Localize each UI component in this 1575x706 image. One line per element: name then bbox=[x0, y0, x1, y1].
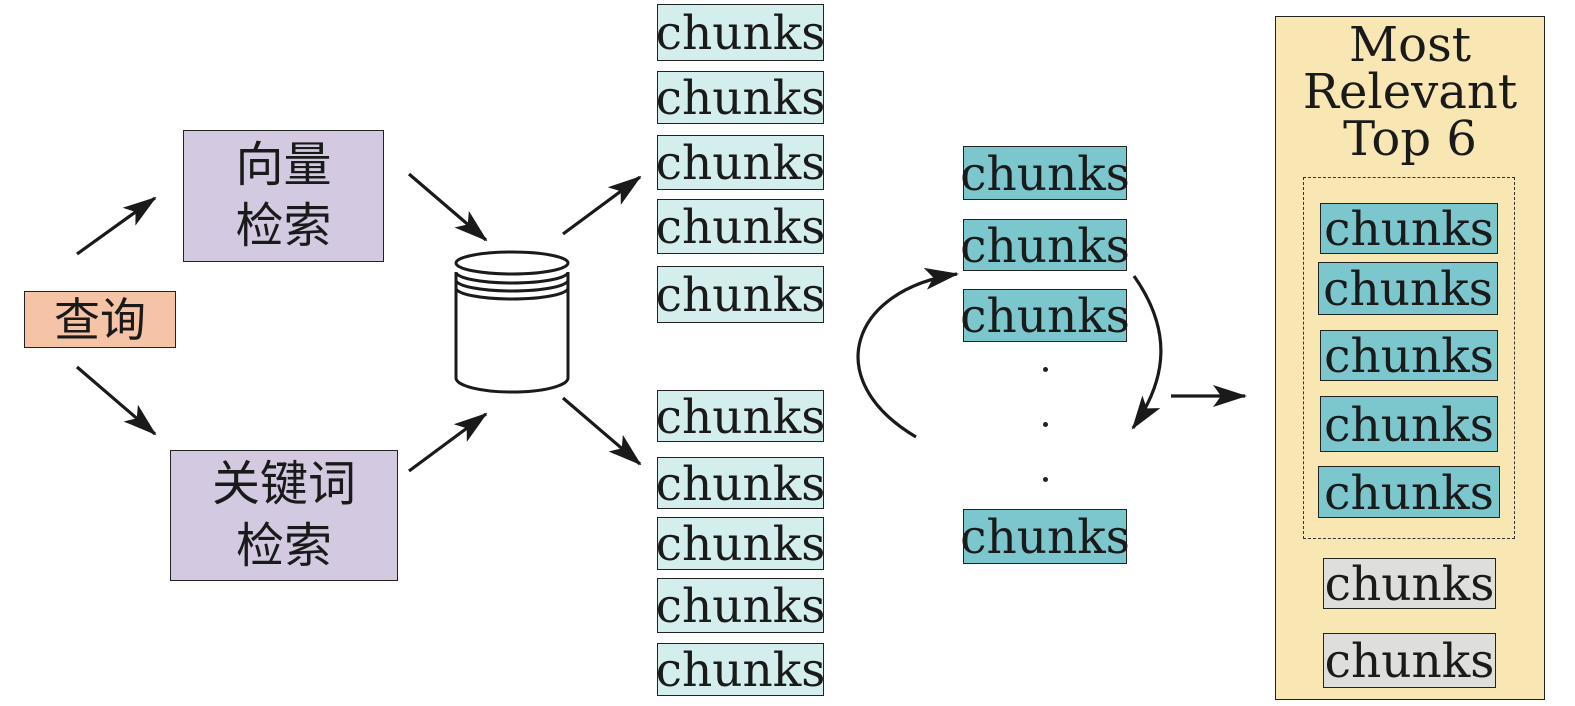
arrow-query-to-vector bbox=[76, 196, 157, 256]
chunk-label: chunks bbox=[655, 71, 826, 126]
chunk-label: chunks bbox=[1324, 465, 1494, 521]
merged-chunk: chunks bbox=[960, 218, 1130, 274]
keyword-search-box: 关键词 检索 bbox=[170, 450, 398, 581]
vector-result-chunk: chunks bbox=[655, 266, 826, 323]
vector-search-box: 向量 检索 bbox=[183, 130, 384, 262]
top6-selection-frame bbox=[1303, 177, 1515, 539]
keyword-search-line-1: 关键词 bbox=[211, 456, 356, 513]
arrow-vector-to-store bbox=[407, 172, 488, 242]
chunk-label: chunks bbox=[1324, 634, 1495, 689]
chunk-label: chunks bbox=[1324, 329, 1494, 384]
top6-chunk: chunks bbox=[1318, 262, 1498, 315]
chunk-label: chunks bbox=[655, 268, 826, 323]
chunk-label: chunks bbox=[655, 200, 826, 255]
query-label: 查询 bbox=[54, 292, 146, 347]
keyword-search-line-2: 检索 bbox=[235, 517, 332, 574]
top6-chunk: chunks bbox=[1320, 203, 1498, 254]
keyword-result-chunk: chunks bbox=[655, 456, 826, 512]
keyword-result-chunk: chunks bbox=[655, 517, 826, 572]
database-icon bbox=[454, 250, 570, 394]
discarded-chunk: chunks bbox=[1323, 633, 1496, 688]
chunk-label: chunks bbox=[960, 218, 1130, 274]
discarded-chunk: chunks bbox=[1323, 558, 1496, 609]
top6-panel-title: Most Relevant Top 6 bbox=[1275, 17, 1545, 168]
keyword-result-chunk: chunks bbox=[655, 389, 826, 445]
merged-chunk: chunks bbox=[960, 289, 1130, 344]
chunk-label: chunks bbox=[655, 643, 826, 698]
chunk-label: chunks bbox=[960, 510, 1130, 565]
chunk-label: chunks bbox=[655, 517, 826, 572]
chunk-label: chunks bbox=[960, 146, 1130, 202]
rerank-curve-out-arrow bbox=[1131, 275, 1163, 430]
chunk-label: chunks bbox=[655, 136, 826, 191]
keyword-result-chunk: chunks bbox=[655, 578, 826, 634]
rerank-curve-in-arrow bbox=[856, 267, 959, 439]
chunk-label: chunks bbox=[655, 6, 826, 61]
panel-title-line-3: Top 6 bbox=[1343, 111, 1477, 168]
vector-search-line-2: 检索 bbox=[235, 198, 332, 254]
vertical-ellipsis-icon bbox=[1043, 477, 1048, 482]
arrow-store-to-upper-chunks bbox=[562, 175, 642, 236]
vertical-ellipsis-icon bbox=[1043, 422, 1048, 427]
panel-title-line-2: Relevant bbox=[1302, 64, 1518, 121]
chunk-label: chunks bbox=[1324, 202, 1494, 257]
top6-chunk: chunks bbox=[1320, 396, 1498, 452]
arrow-store-to-lower-chunks bbox=[561, 396, 642, 466]
merged-chunk: chunks bbox=[960, 146, 1130, 202]
query-box: 查询 bbox=[24, 291, 176, 348]
panel-title-line-1: Most bbox=[1349, 17, 1471, 73]
vector-search-line-1: 向量 bbox=[235, 136, 332, 193]
chunk-label: chunks bbox=[655, 579, 826, 634]
arrow-query-to-keyword bbox=[75, 365, 157, 436]
chunk-label: chunks bbox=[1324, 557, 1495, 612]
top6-chunk: chunks bbox=[1320, 330, 1498, 381]
chunk-label: chunks bbox=[655, 389, 826, 445]
chunk-label: chunks bbox=[655, 456, 826, 512]
chunk-label: chunks bbox=[1323, 262, 1493, 317]
vector-result-chunk: chunks bbox=[655, 199, 826, 255]
keyword-result-chunk: chunks bbox=[655, 643, 826, 698]
top6-chunk: chunks bbox=[1318, 466, 1500, 518]
chunk-label: chunks bbox=[960, 289, 1130, 344]
merged-chunk: chunks bbox=[960, 509, 1130, 565]
arrow-keyword-to-store bbox=[408, 412, 488, 473]
vector-result-chunk: chunks bbox=[655, 135, 826, 191]
vertical-ellipsis-icon bbox=[1043, 367, 1048, 372]
chunk-label: chunks bbox=[1324, 397, 1494, 453]
vector-result-chunk: chunks bbox=[655, 71, 826, 126]
vector-result-chunk: chunks bbox=[655, 4, 826, 61]
